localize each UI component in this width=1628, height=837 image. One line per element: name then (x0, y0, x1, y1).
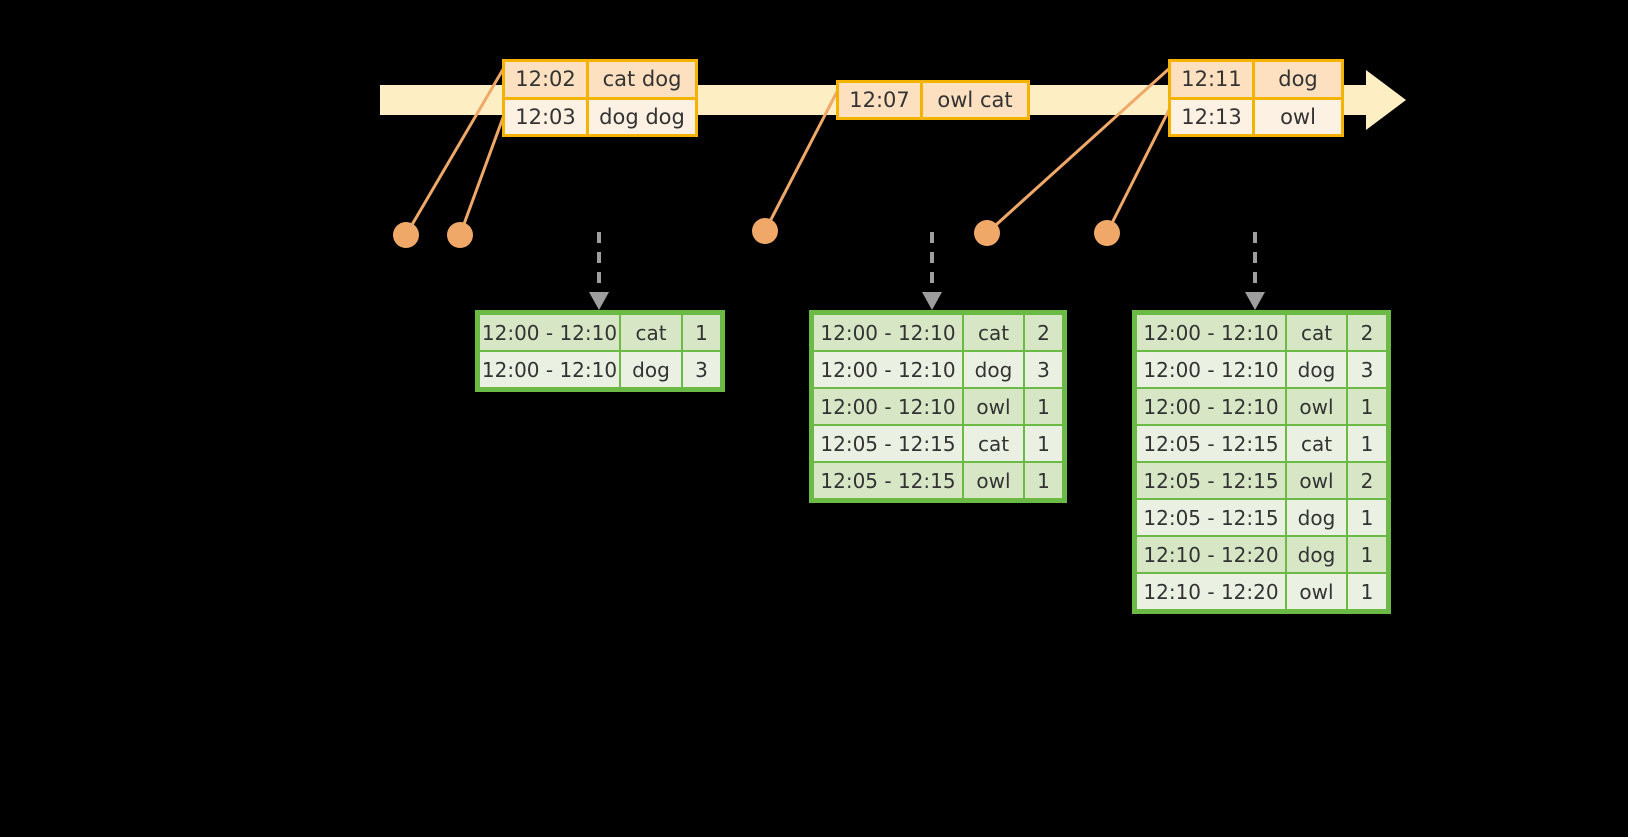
event-time: 12:03 (505, 99, 589, 134)
cell-count: 3 (1025, 352, 1062, 387)
wire-1 (404, 65, 507, 236)
cell-window: 12:00 - 12:10 (480, 315, 619, 350)
cell-window: 12:00 - 12:10 (814, 352, 962, 387)
event-value: owl cat (937, 88, 1013, 112)
cell-window: 12:00 - 12:10 (1137, 352, 1285, 387)
dot-2 (447, 222, 473, 248)
timeline-bar-segment-2 (696, 85, 838, 115)
cell-key: dog (1287, 537, 1346, 572)
event-value: owl (1280, 104, 1316, 129)
cell-count: 1 (1348, 574, 1386, 609)
cell-window: 12:10 - 12:20 (1137, 537, 1285, 572)
cell-count: 2 (1025, 315, 1062, 350)
cell-count: 1 (1025, 463, 1062, 498)
timeline-bar-segment-1 (380, 85, 504, 115)
cell-window: 12:05 - 12:15 (1137, 500, 1285, 535)
cell-window: 12:05 - 12:15 (1137, 463, 1285, 498)
wire-5 (1105, 103, 1174, 234)
cell-key: owl (1287, 574, 1346, 609)
event-value: cat dog (602, 67, 682, 92)
cell-key: owl (964, 463, 1023, 498)
cell-window: 12:05 - 12:15 (1137, 426, 1285, 461)
event-time: 12:07 (839, 83, 923, 117)
cell-count: 1 (1025, 389, 1062, 424)
cell-key: cat (964, 426, 1023, 461)
dash-arrow-3-head-icon (1245, 292, 1265, 310)
wire-3 (763, 85, 842, 232)
cell-count: 3 (1348, 352, 1386, 387)
event-time: 12:13 (1171, 99, 1255, 134)
wire-2 (458, 103, 510, 236)
cell-window: 12:00 - 12:10 (1137, 389, 1285, 424)
event-group-3: 12:11 dog 12:13 owl (1168, 59, 1344, 137)
cell-window: 12:10 - 12:20 (1137, 574, 1285, 609)
cell-key: cat (964, 315, 1023, 350)
cell-key: owl (964, 389, 1023, 424)
cell-key: dog (964, 352, 1023, 387)
event-row: 12:03 dog dog (505, 96, 695, 134)
cell-count: 1 (1348, 426, 1386, 461)
cell-window: 12:00 - 12:10 (1137, 315, 1285, 350)
cell-key: owl (1287, 463, 1346, 498)
cell-key: cat (1287, 426, 1346, 461)
event-value: dog (1278, 67, 1318, 92)
cell-count: 1 (683, 315, 720, 350)
event-row: 12:02 cat dog (505, 62, 695, 97)
cell-count: 2 (1348, 463, 1386, 498)
event-group-2: 12:07 owl cat (836, 80, 1030, 120)
wire-4 (985, 64, 1174, 235)
event-group-1: 12:02 cat dog 12:03 dog dog (502, 59, 698, 137)
cell-key: owl (1287, 389, 1346, 424)
event-row: 12:13 owl (1171, 96, 1341, 134)
event-value: dog dog (599, 104, 685, 129)
dot-1 (393, 222, 419, 248)
cell-count: 2 (1348, 315, 1386, 350)
cell-count: 1 (1348, 500, 1386, 535)
timeline-arrowhead-icon (1366, 70, 1406, 130)
cell-window: 12:00 - 12:10 (814, 315, 962, 350)
cell-key: cat (621, 315, 681, 350)
cell-key: dog (1287, 352, 1346, 387)
cell-key: cat (1287, 315, 1346, 350)
cell-count: 3 (683, 352, 720, 387)
dot-5 (1094, 220, 1120, 246)
cell-window: 12:00 - 12:10 (814, 389, 962, 424)
dot-3 (752, 218, 778, 244)
dot-4 (974, 220, 1000, 246)
event-row: 12:11 dog (1171, 62, 1341, 97)
cell-window: 12:05 - 12:15 (814, 463, 962, 498)
cell-window: 12:05 - 12:15 (814, 426, 962, 461)
event-row: 12:07 owl cat (839, 83, 1027, 117)
dash-arrow-1-head-icon (589, 292, 609, 310)
cell-key: dog (1287, 500, 1346, 535)
cell-window: 12:00 - 12:10 (480, 352, 619, 387)
cell-key: dog (621, 352, 681, 387)
dash-arrow-2-head-icon (922, 292, 942, 310)
cell-count: 1 (1348, 537, 1386, 572)
event-time: 12:02 (505, 62, 589, 97)
cell-count: 1 (1348, 389, 1386, 424)
event-time: 12:11 (1171, 62, 1255, 97)
cell-count: 1 (1025, 426, 1062, 461)
